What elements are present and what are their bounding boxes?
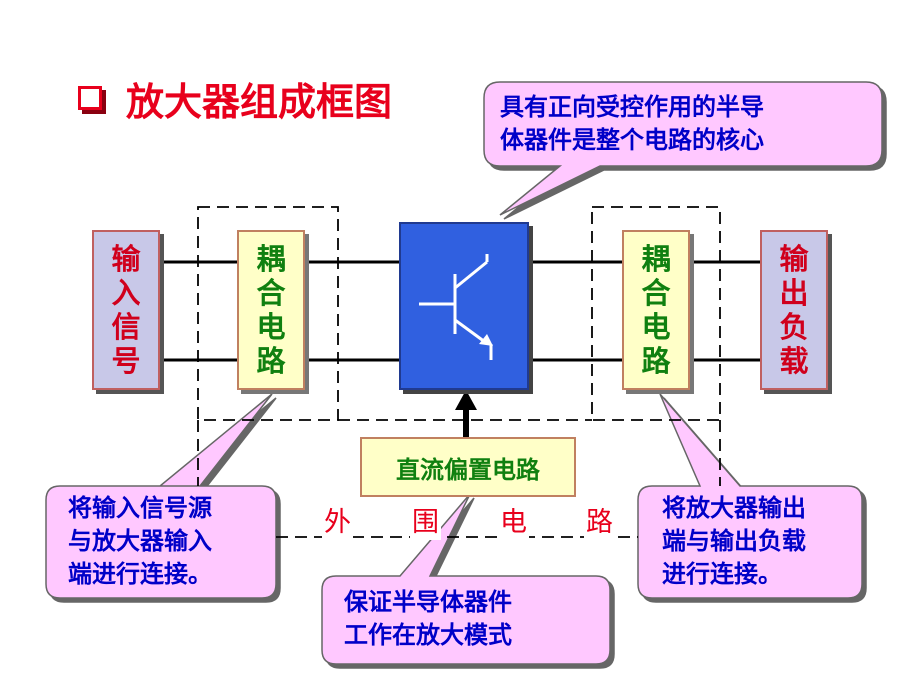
callout-line: 保证半导体器件 — [344, 588, 512, 616]
peripheral-label-char: 外 — [322, 506, 353, 540]
callout-top-text: 具有正向受控作用的半导 体器件是整个电路的核心 — [500, 91, 764, 157]
block-char: 电 — [641, 310, 671, 344]
block-char: 路 — [256, 344, 286, 378]
callout-bottom-bubble — [321, 493, 611, 665]
callout-line: 与放大器输入 — [68, 527, 212, 555]
npn-transistor-icon — [419, 254, 493, 360]
block-char: 耦 — [256, 242, 286, 276]
hollow-square-bullet-icon — [78, 86, 102, 110]
coupling-circuit-right: 耦 合 电 路 — [622, 230, 690, 390]
peripheral-label-char: 电 — [498, 506, 529, 540]
callout-line: 将输入信号源 — [68, 494, 212, 522]
dc-bias-block: 直流偏置电路 — [360, 437, 576, 497]
page-title: 放大器组成框图 — [78, 68, 392, 128]
title-text: 放大器组成框图 — [126, 79, 393, 124]
callout-line: 体器件是整个电路的核心 — [500, 126, 764, 154]
callout-line: 将放大器输出 — [662, 494, 806, 522]
block-char: 载 — [779, 344, 809, 378]
callout-line: 端与输出负载 — [662, 527, 806, 555]
callout-bottom-text: 保证半导体器件 工作在放大模式 — [344, 586, 512, 652]
block-char: 输 — [111, 242, 141, 276]
block-char: 输 — [779, 242, 809, 276]
block-char: 出 — [779, 276, 809, 310]
callout-right-bubble — [637, 393, 863, 599]
block-char: 号 — [111, 344, 141, 378]
input-signal-block: 输 入 信 号 — [92, 230, 160, 390]
callout-line: 工作在放大模式 — [344, 621, 512, 649]
block-char: 负 — [779, 310, 809, 344]
block-char: 合 — [641, 276, 671, 310]
block-char: 路 — [641, 344, 671, 378]
callout-line: 进行连接。 — [662, 560, 782, 588]
coupling-circuit-left: 耦 合 电 路 — [237, 230, 305, 390]
block-char: 电 — [256, 310, 286, 344]
bias-arrow-head — [455, 390, 477, 410]
block-char: 合 — [256, 276, 286, 310]
block-char: 入 — [111, 276, 141, 310]
callout-line: 端进行连接。 — [68, 560, 212, 588]
callout-top-bubble — [483, 81, 883, 216]
callout-right-text: 将放大器输出 端与输出负载 进行连接。 — [662, 492, 806, 591]
output-load-block: 输 出 负 载 — [760, 230, 828, 390]
peripheral-label-char: 路 — [584, 506, 615, 540]
block-char: 耦 — [641, 242, 671, 276]
callout-left-text: 将输入信号源 与放大器输入 端进行连接。 — [68, 492, 212, 591]
block-char: 信 — [111, 310, 141, 344]
peripheral-label-char: 围 — [410, 506, 441, 540]
transistor-block — [399, 222, 529, 390]
callout-left-bubble — [45, 393, 277, 599]
callout-line: 具有正向受控作用的半导 — [500, 93, 764, 121]
